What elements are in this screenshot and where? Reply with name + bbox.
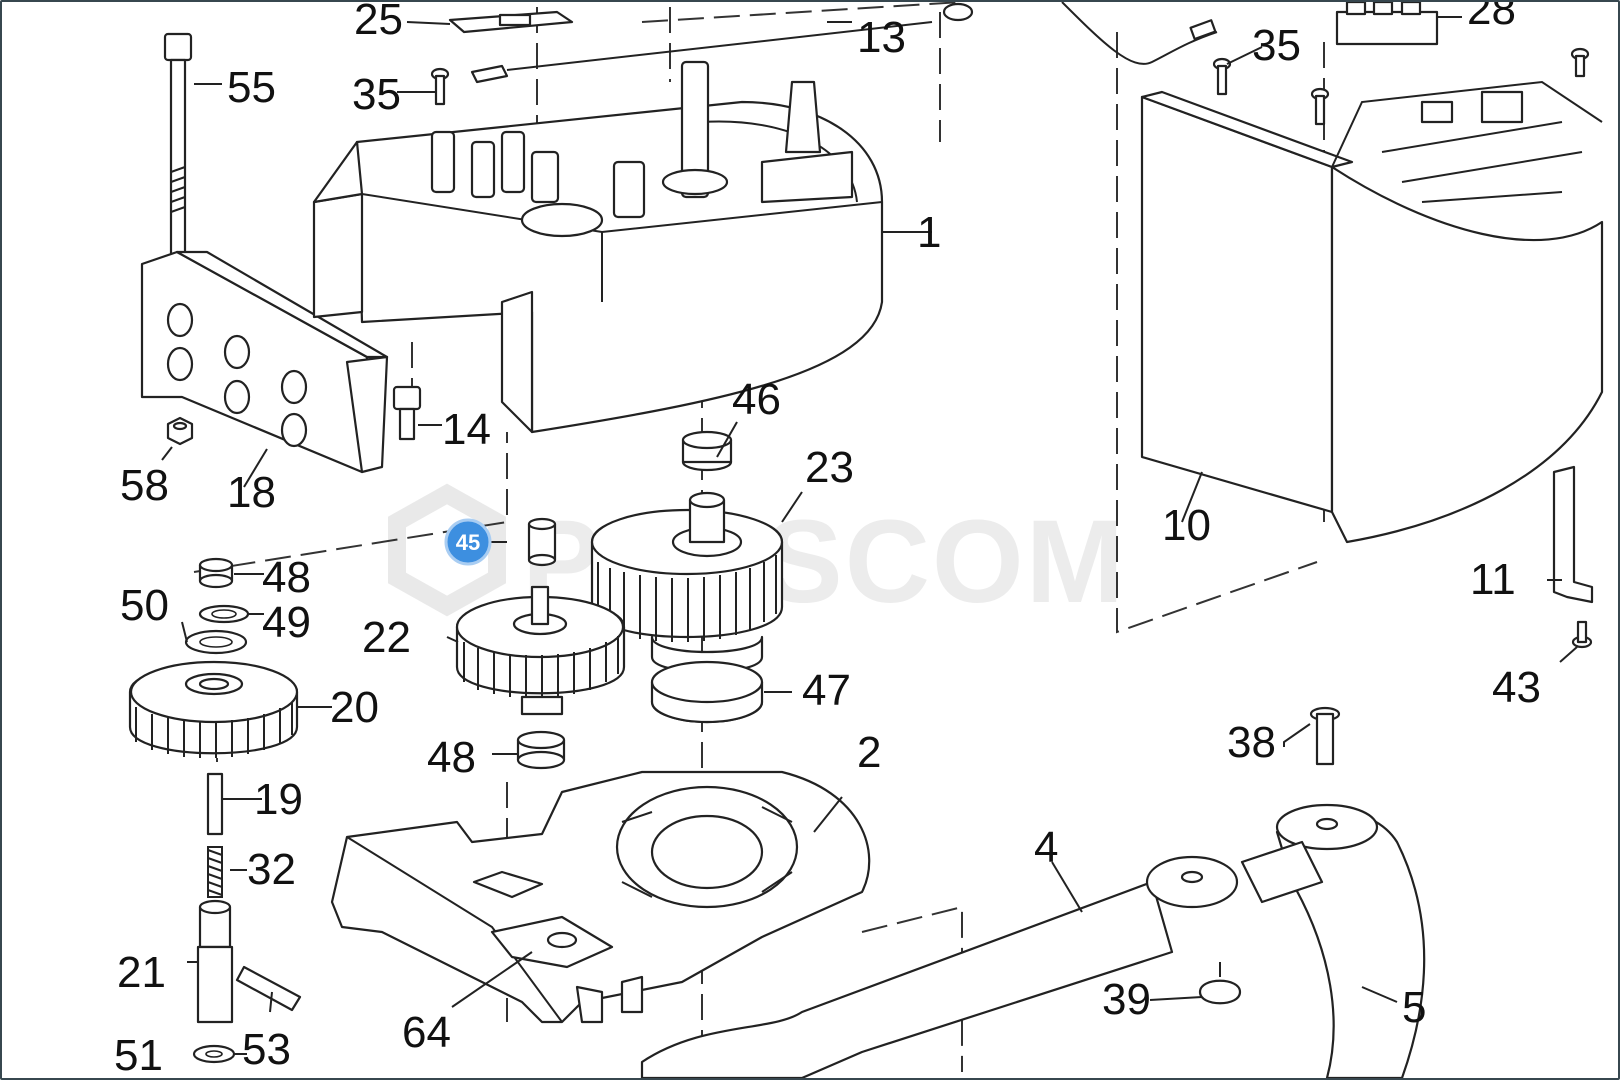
callout-53: 53	[242, 1025, 291, 1074]
callout-38: 38	[1227, 718, 1276, 767]
callout-55: 55	[227, 63, 276, 112]
callout-64: 64	[402, 1008, 451, 1057]
callout-51: 51	[114, 1031, 163, 1078]
screw-43	[1571, 620, 1593, 649]
callout-46: 46	[732, 375, 781, 424]
bracket-18	[140, 250, 389, 474]
connector-block-28	[1335, 2, 1439, 46]
callout-11: 11	[1470, 555, 1516, 604]
shaft-19	[206, 772, 224, 836]
callout-35-right: 35	[1252, 21, 1301, 70]
clip-11	[1552, 465, 1594, 604]
gear-20	[128, 660, 299, 758]
ring-47	[650, 660, 764, 724]
pinion-21	[196, 899, 234, 1024]
callout-22: 22	[362, 613, 411, 662]
screw-35-right	[1212, 47, 1590, 126]
pin-45	[527, 517, 557, 567]
washer-50	[184, 629, 248, 655]
callout-21: 21	[117, 948, 166, 997]
key-53	[235, 965, 302, 1012]
callout-20: 20	[330, 683, 379, 732]
bushing-48-upper	[198, 557, 234, 589]
watermark-logo-icon	[388, 483, 506, 617]
bushing-48-lower	[516, 730, 566, 770]
callout-32: 32	[247, 845, 296, 894]
clip-39	[1198, 962, 1242, 1005]
base-2	[330, 770, 871, 1024]
callout-25: 25	[354, 2, 403, 44]
pin-38	[1309, 706, 1341, 766]
callout-45[interactable]: 45	[456, 530, 480, 555]
callout-50: 50	[120, 581, 169, 630]
circlip-49	[198, 604, 250, 624]
callout-10: 10	[1162, 501, 1211, 550]
callout-43: 43	[1492, 663, 1541, 712]
bolt-55	[163, 32, 193, 256]
leader-lines	[161, 16, 1578, 1055]
callout-2: 2	[857, 728, 881, 777]
callout-45-badge[interactable]: 45	[444, 518, 492, 566]
bushing-46	[681, 430, 733, 472]
callout-48-upper: 48	[262, 553, 311, 602]
highlight-badge[interactable]	[444, 518, 492, 566]
callout-23: 23	[805, 443, 854, 492]
connector-14	[392, 385, 422, 441]
callout-47: 47	[802, 666, 851, 715]
callout-13: 13	[857, 13, 906, 62]
cable-13	[942, 2, 1218, 65]
callout-28: 28	[1467, 2, 1516, 34]
callout-58: 58	[120, 461, 169, 510]
spring-32	[207, 846, 223, 898]
callout-48-lower: 48	[427, 733, 476, 782]
housing-1	[312, 21, 933, 434]
callout-35-left: 35	[352, 70, 401, 119]
callout-labels: 1 2 4 5 10 11 13 14 18 19 20 21 22 23 25…	[114, 2, 1541, 1078]
callout-39: 39	[1102, 975, 1151, 1024]
plate-25	[448, 10, 574, 34]
callout-4: 4	[1034, 823, 1058, 872]
callout-19: 19	[254, 775, 303, 824]
callout-1: 1	[917, 208, 941, 257]
gear-22	[455, 585, 626, 716]
arm-4	[640, 855, 1239, 1078]
callout-18: 18	[227, 468, 276, 517]
callout-5: 5	[1402, 983, 1426, 1032]
screw-35-left	[430, 67, 450, 106]
arm-5	[1240, 803, 1426, 1078]
callout-49: 49	[262, 598, 311, 647]
gear-23	[590, 491, 784, 674]
washer-51	[192, 1044, 236, 1064]
nut-58	[166, 416, 194, 446]
callout-14: 14	[442, 405, 491, 454]
cover-10	[1140, 80, 1604, 544]
